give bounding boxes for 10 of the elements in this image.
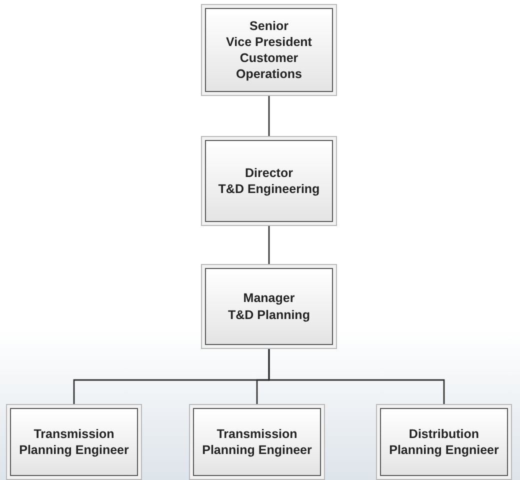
role-title: Vice President [226,34,312,50]
role-title: T&D Engineering [218,181,320,198]
role-title: Customer Operations [235,50,303,82]
role-title: Distribution Planning Engnieer [388,426,500,458]
role-title: T&D Planning [228,306,310,323]
role-title: Senior [250,18,288,34]
role-title: Director [245,164,293,181]
role-title: Manager [243,290,295,306]
role-title: Transmission Planning Engineer [201,426,313,458]
role-title: Transmission Planning Engineer [18,426,130,458]
